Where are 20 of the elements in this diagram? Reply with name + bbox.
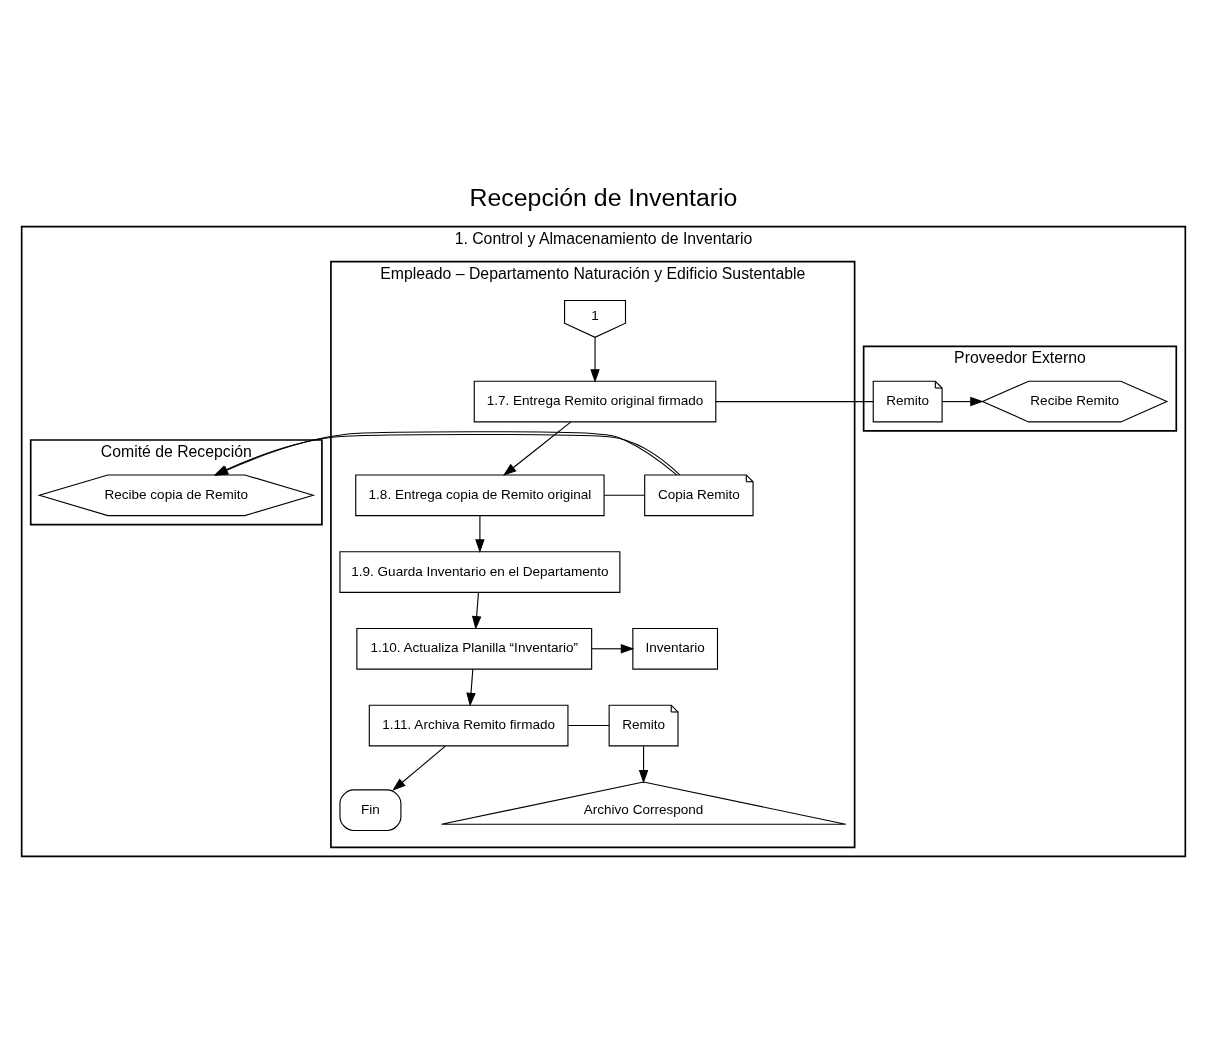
arrow: [475, 515, 485, 553]
arrow: [638, 745, 649, 784]
arrow: [502, 421, 572, 476]
connector: [715, 401, 874, 403]
node-box: 1.10. Actualiza Planilla “Inventario”: [356, 627, 593, 670]
diagram-title: Recepción de Inventario: [469, 183, 738, 211]
arrow: [941, 396, 984, 407]
arrow: [591, 644, 635, 654]
arrow: [590, 337, 600, 383]
arrow: [471, 592, 482, 630]
node-box: 1.8. Entrega copia de Remito original: [355, 474, 605, 517]
arrow: [466, 668, 476, 707]
node-box: 1.11. Archiva Remito firmado: [368, 704, 569, 747]
node-box: Fin: [339, 789, 402, 832]
connector: [567, 724, 610, 727]
node-box: Inventario: [632, 627, 719, 670]
node-box: 1.7. Entrega Remito original firmado: [473, 380, 717, 423]
connector: [603, 494, 646, 496]
arrow: [392, 745, 446, 791]
node-box: 1.9. Guarda Inventario en el Departamento: [339, 551, 621, 593]
